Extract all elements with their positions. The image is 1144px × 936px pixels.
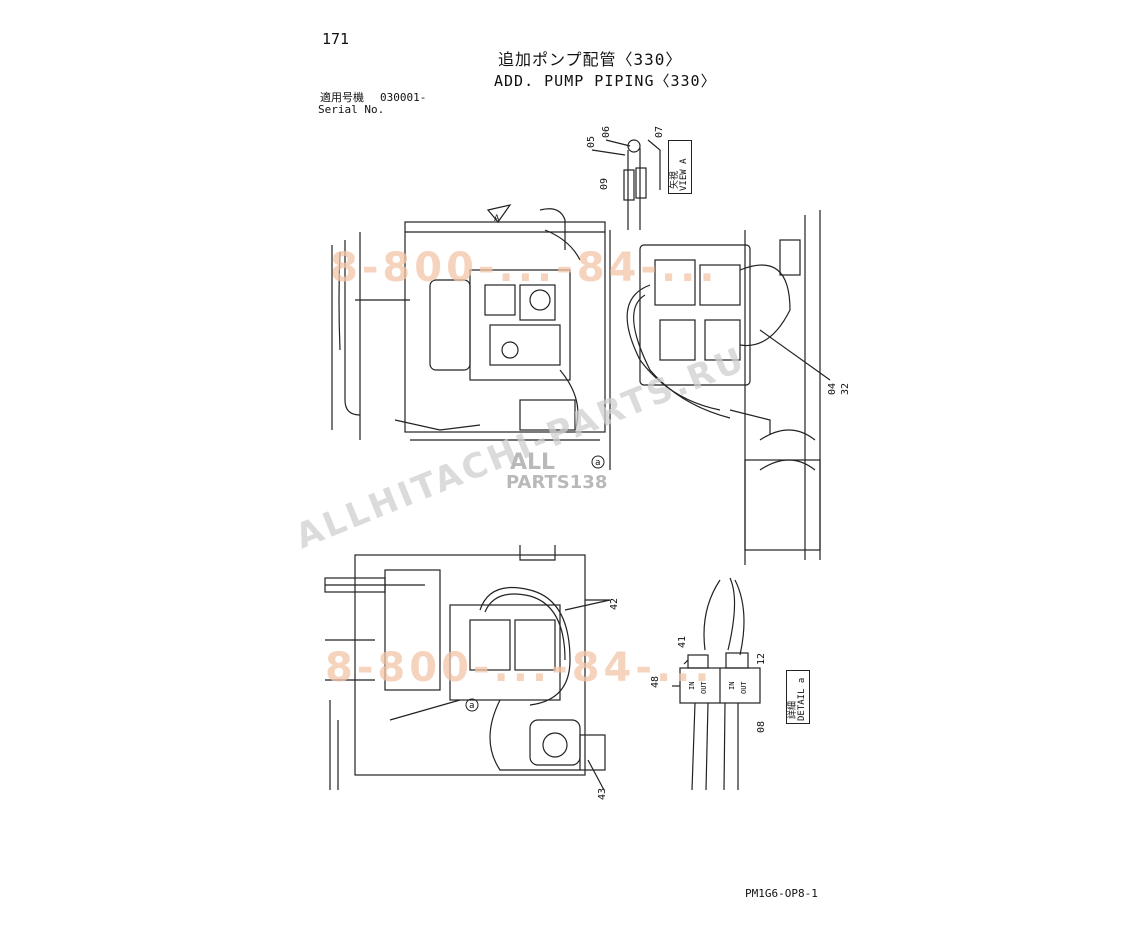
callout-41: 41 bbox=[677, 635, 688, 648]
port-in-right: IN bbox=[728, 682, 736, 690]
view-a-label-box: 矢視 VIEW A bbox=[668, 140, 692, 194]
port-out-left: OUT bbox=[700, 681, 708, 694]
port-out-right: OUT bbox=[740, 681, 748, 694]
callout-42: 42 bbox=[609, 597, 620, 610]
callout-04: 04 bbox=[827, 382, 838, 395]
detail-a-sketch bbox=[672, 577, 761, 791]
callout-12: 12 bbox=[756, 652, 767, 665]
serial-label-english: Serial No. bbox=[318, 103, 385, 116]
top-left-pump-view bbox=[331, 208, 611, 470]
detail-a-label-en: DETAIL a bbox=[797, 677, 807, 721]
callout-07: 07 bbox=[654, 125, 665, 138]
detail-marker-label-bottom: a bbox=[469, 701, 474, 711]
serial-label-japanese: 適用号機 bbox=[320, 91, 364, 104]
view-a-sketch bbox=[591, 139, 661, 230]
callout-32: 32 bbox=[840, 382, 851, 395]
detail-a-label-box: 詳細 DETAIL a bbox=[786, 670, 810, 724]
top-right-frame-view bbox=[626, 210, 831, 565]
bottom-left-pump-view bbox=[324, 545, 611, 791]
callout-09: 09 bbox=[599, 177, 610, 190]
title-english: ADD. PUMP PIPING〈330〉 bbox=[494, 72, 717, 90]
port-in-left: IN bbox=[688, 682, 696, 690]
view-a-label-en: VIEW A bbox=[679, 158, 689, 191]
serial-value: 030001- bbox=[380, 91, 427, 104]
callout-05: 05 bbox=[586, 135, 597, 148]
callout-06: 06 bbox=[601, 125, 612, 138]
page-number: 171 bbox=[322, 30, 350, 48]
view-marker-label: A bbox=[494, 214, 500, 224]
detail-marker-label-top: a bbox=[595, 458, 600, 468]
callout-48: 48 bbox=[650, 675, 661, 688]
callout-08: 08 bbox=[756, 720, 767, 733]
title-japanese: 追加ポンプ配管〈330〉 bbox=[498, 50, 683, 69]
callout-43: 43 bbox=[597, 787, 608, 800]
drawing-code: PM1G6-OP8-1 bbox=[745, 887, 818, 900]
